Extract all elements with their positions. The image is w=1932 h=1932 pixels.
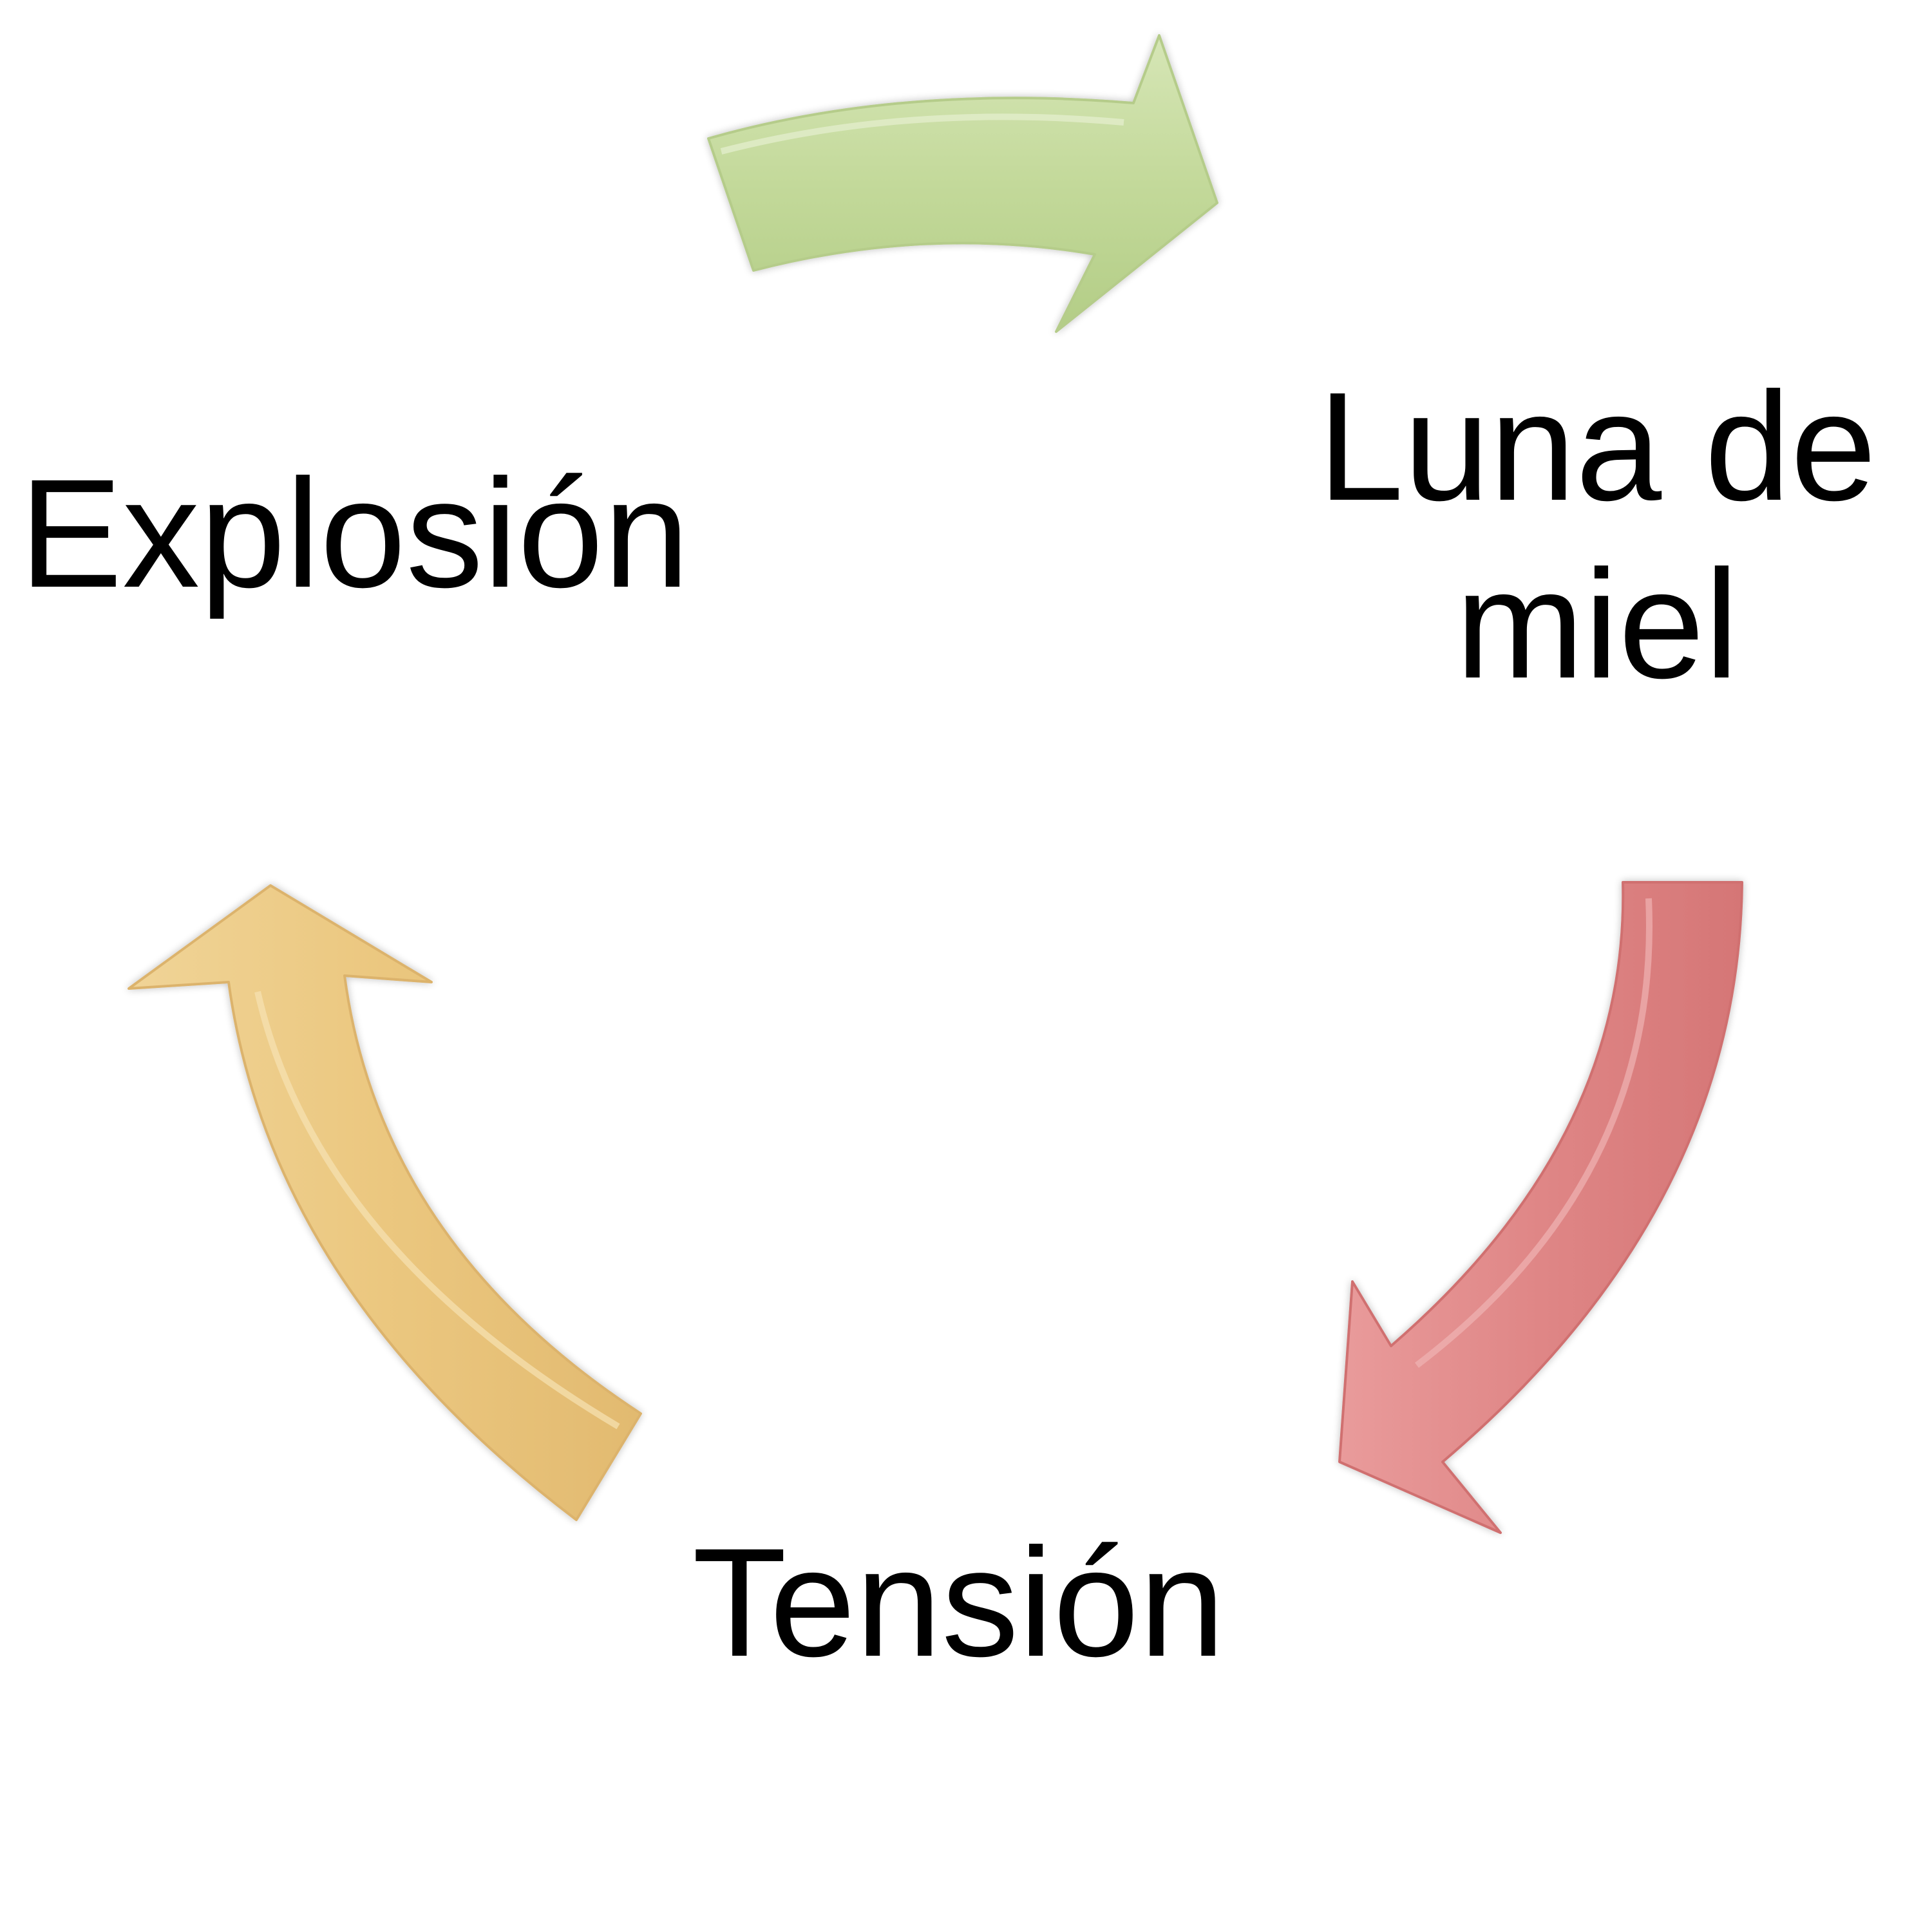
stage-text-luna-line2: miel xyxy=(1455,538,1739,710)
stage-text-luna-line1: Luna de xyxy=(1318,360,1877,533)
arrow-explosion-to-luna xyxy=(707,34,1218,333)
stage-label-tension: Tensión xyxy=(692,1513,1225,1691)
arrow-luna-to-tension xyxy=(1338,881,1743,1534)
stage-label-luna-de-miel: Luna de miel xyxy=(1307,357,1887,713)
stage-text-explosion: Explosión xyxy=(19,447,690,620)
stage-label-explosion: Explosión xyxy=(19,444,690,622)
arrow-tension-to-explosion xyxy=(128,884,642,1521)
stage-text-tension: Tensión xyxy=(692,1516,1226,1689)
